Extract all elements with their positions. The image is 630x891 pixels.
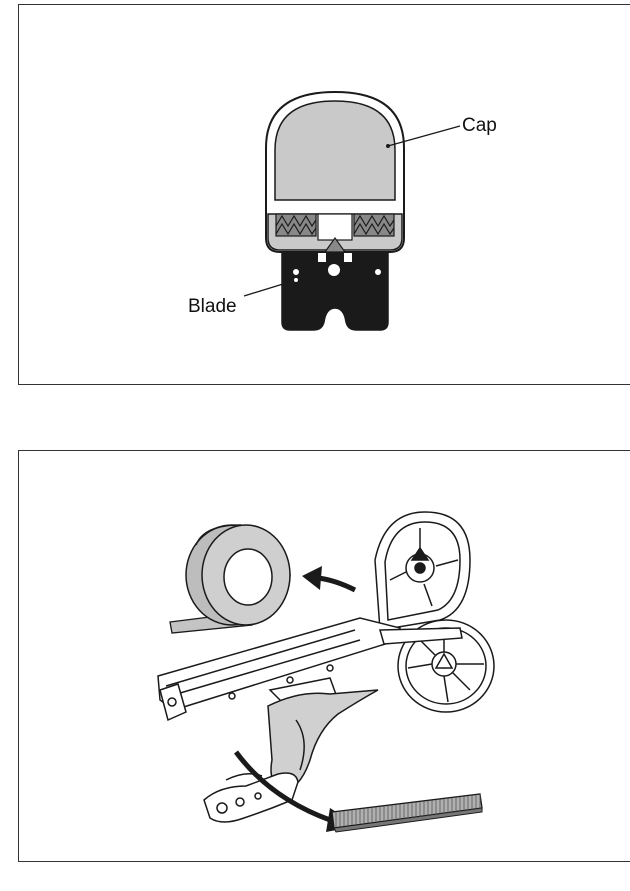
tape-roll (169, 524, 291, 634)
blade-rivet-right (375, 269, 381, 275)
cap-center-notch (317, 213, 353, 241)
blade-slot (318, 252, 326, 262)
cap-teeth-left (275, 213, 317, 237)
remove-staples-arrow (233, 750, 331, 823)
cap-blade-assembly (243, 90, 461, 331)
cap-leader-line (387, 125, 461, 147)
blade-hole (328, 264, 340, 276)
remove-tape-arrow (317, 575, 357, 593)
tape-reel-lower (397, 619, 495, 713)
remove-tape-arrowhead (302, 566, 322, 590)
cap-face (274, 100, 396, 201)
blade-slot-right (344, 252, 352, 262)
tape-reel-upper (374, 511, 471, 631)
blade-leader-line (243, 279, 297, 297)
blade (281, 249, 389, 331)
staples-strip (331, 793, 483, 833)
cap-label: Cap (462, 115, 497, 136)
blade-label: Blade (188, 296, 237, 317)
staples-ridges (335, 794, 481, 827)
tool-trigger (203, 772, 299, 823)
cap-alignment-triangle (323, 236, 347, 253)
tool-figure-panel (18, 450, 630, 862)
cap-leader-dot (386, 144, 390, 148)
cap-teeth-right (353, 213, 395, 237)
blade-rivet-left (293, 269, 299, 275)
blade-leader-dot (294, 278, 298, 282)
